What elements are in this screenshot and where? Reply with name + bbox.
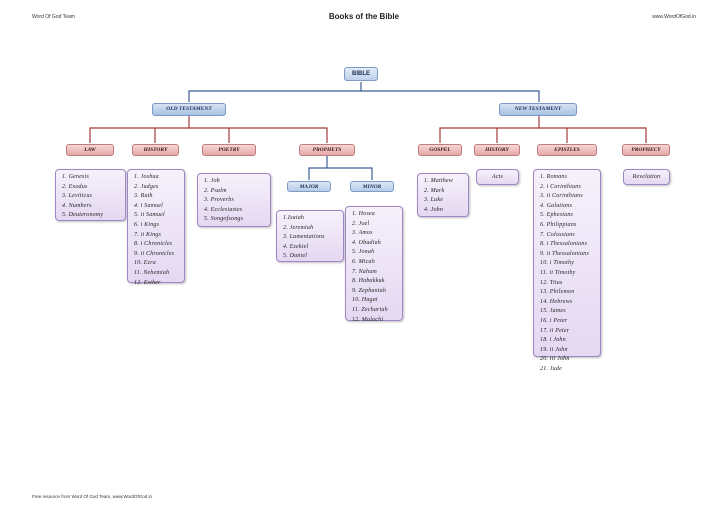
list-item: 5. Deuteronomy <box>62 212 104 219</box>
list-item: 4. John <box>424 206 444 213</box>
list-item: 14. Hebrews <box>540 298 573 305</box>
list-item: 3. Proverbs <box>204 197 234 204</box>
list-item: 3. Ruth <box>134 193 153 200</box>
page-title: Books of the Bible <box>328 12 400 21</box>
list-item: 9. Zephaniah <box>352 287 387 294</box>
list-item: 17. ii Peter <box>540 327 570 334</box>
nt-history-books-list: Acts <box>476 169 519 185</box>
footer-text: Free resource from Word Of God Team, www… <box>32 494 153 499</box>
list-item: 12. Esther <box>134 279 161 286</box>
list-item: 20. iii John <box>540 356 570 363</box>
list-item: 4. Galatians <box>540 202 573 209</box>
list-item: 9. ii Thessalonians <box>540 250 589 257</box>
list-item: 2. Judges <box>134 183 159 190</box>
list-item: 3. ii Corinthians <box>540 193 583 200</box>
list-item: Acts <box>491 174 504 180</box>
list-item: 1.Isaiah <box>283 215 305 221</box>
list-item: 6. i Kings <box>134 221 160 228</box>
list-item: 1. Matthew <box>424 178 453 184</box>
list-item: 1. Hosea <box>352 211 375 217</box>
list-item: 6. Micah <box>352 258 375 265</box>
list-item: 5. ii Samuel <box>134 212 165 219</box>
bible-node: BIBLE <box>344 67 378 81</box>
header-right-text: www.WordOfGod.in <box>652 14 696 20</box>
list-item: 8. Habakkuk <box>352 278 385 285</box>
gospel-books-list: 1. Matthew 2. Mark 3. Luke 4. John <box>417 173 469 217</box>
list-item: 4. i Samuel <box>134 202 164 209</box>
list-item: 8. i Thessalonians <box>540 241 588 248</box>
minor-prophets-node: MINOR <box>350 181 394 192</box>
epistles-node: EPISTLES <box>537 144 597 156</box>
header-left-text: Word Of God Team <box>32 14 75 20</box>
list-item: 18. i John <box>540 337 566 344</box>
nt-history-node: HISTORY <box>474 144 520 156</box>
list-item: 16. i Peter <box>540 317 568 324</box>
list-item: 12. Malachi <box>352 316 384 323</box>
list-item: 11. Nehemiah <box>134 269 170 276</box>
poetry-node: POETRY <box>202 144 256 156</box>
ot-history-node: HISTORY <box>132 144 179 156</box>
prophecy-books-list: Revelation <box>623 169 670 185</box>
list-item: 15. James <box>540 308 566 315</box>
list-item: 4. Ecclesiastes <box>204 206 243 213</box>
list-item: 12. Titus <box>540 279 563 286</box>
list-item: 1. Genesis <box>62 174 89 180</box>
list-item: 7. Nahum <box>352 268 377 275</box>
law-node: LAW <box>66 144 114 156</box>
list-item: 3. Amos <box>352 230 373 237</box>
list-item: 1. Joshua <box>134 174 159 180</box>
list-item: 1. Job <box>204 178 220 184</box>
list-item: 3. Lamentations <box>283 234 325 241</box>
gospel-node: GOSPEL <box>418 144 462 156</box>
list-item: 8. i Chronicles <box>134 241 173 248</box>
list-item: 9. ii Chronicles <box>134 250 175 257</box>
list-item: 3. Leviticus <box>62 193 93 200</box>
new-testament-node: NEW TESTAMENT <box>499 103 577 116</box>
old-testament-node: OLD TESTAMENT <box>152 103 226 116</box>
minor-prophets-list: 1. Hosea 2. Joel 3. Amos 4. Obadiah 5. J… <box>345 206 403 323</box>
epistles-books-list: 1. Romans 2. i Corinthians 3. ii Corinth… <box>533 169 601 372</box>
list-item: 1. Romans <box>540 174 568 180</box>
list-item: Revelation <box>632 174 661 180</box>
list-item: 5. Daniel <box>283 253 308 260</box>
ot-history-books-list: 1. Joshua 2. Judges 3. Ruth 4. i Samuel … <box>127 169 185 286</box>
list-item: 3. Luke <box>424 197 444 204</box>
prophecy-node: PROPHECY <box>622 144 670 156</box>
list-item: 21. Jude <box>540 365 562 372</box>
list-item: 10. Ezra <box>134 260 156 267</box>
list-item: 2. Psalm <box>204 187 227 194</box>
poetry-books-list: 1. Job 2. Psalm 3. Proverbs 4. Ecclesias… <box>197 173 271 227</box>
list-item: 2. Mark <box>424 187 445 194</box>
major-prophets-node: MAJOR <box>287 181 331 192</box>
list-item: 4. Numbers <box>62 202 92 209</box>
list-item: 2. i Corinthians <box>540 183 582 190</box>
list-item: 6. Philippians <box>540 221 577 228</box>
list-item: 19. ii John <box>540 346 568 353</box>
list-item: 7. Colossians <box>540 231 575 238</box>
list-item: 2. Joel <box>352 220 370 227</box>
list-item: 5. Jonah <box>352 249 375 256</box>
list-item: 2. Exodus <box>62 183 88 190</box>
major-prophets-list: 1.Isaiah 2. Jeremiah 3. Lamentations 4. … <box>276 210 344 262</box>
list-item: 11. Zechariah <box>352 306 388 313</box>
list-item: 7. ii Kings <box>134 231 162 238</box>
list-item: 2. Jeremiah <box>283 224 314 231</box>
list-item: 10. Hagai <box>352 297 378 304</box>
list-item: 4. Ezekiel <box>283 243 309 250</box>
list-item: 10. i Timothy <box>540 260 575 267</box>
prophets-node: PROPHETS <box>299 144 355 156</box>
list-item: 13. Philemon <box>540 289 575 296</box>
list-item: 5. Ephesians <box>540 212 574 219</box>
list-item: 5. Songofsongs <box>204 216 244 223</box>
list-item: 4. Obadiah <box>352 239 381 246</box>
list-item: 11. ii Timothy <box>540 269 576 276</box>
law-books-list: 1. Genesis 2. Exodus 3. Leviticus 4. Num… <box>55 169 126 221</box>
